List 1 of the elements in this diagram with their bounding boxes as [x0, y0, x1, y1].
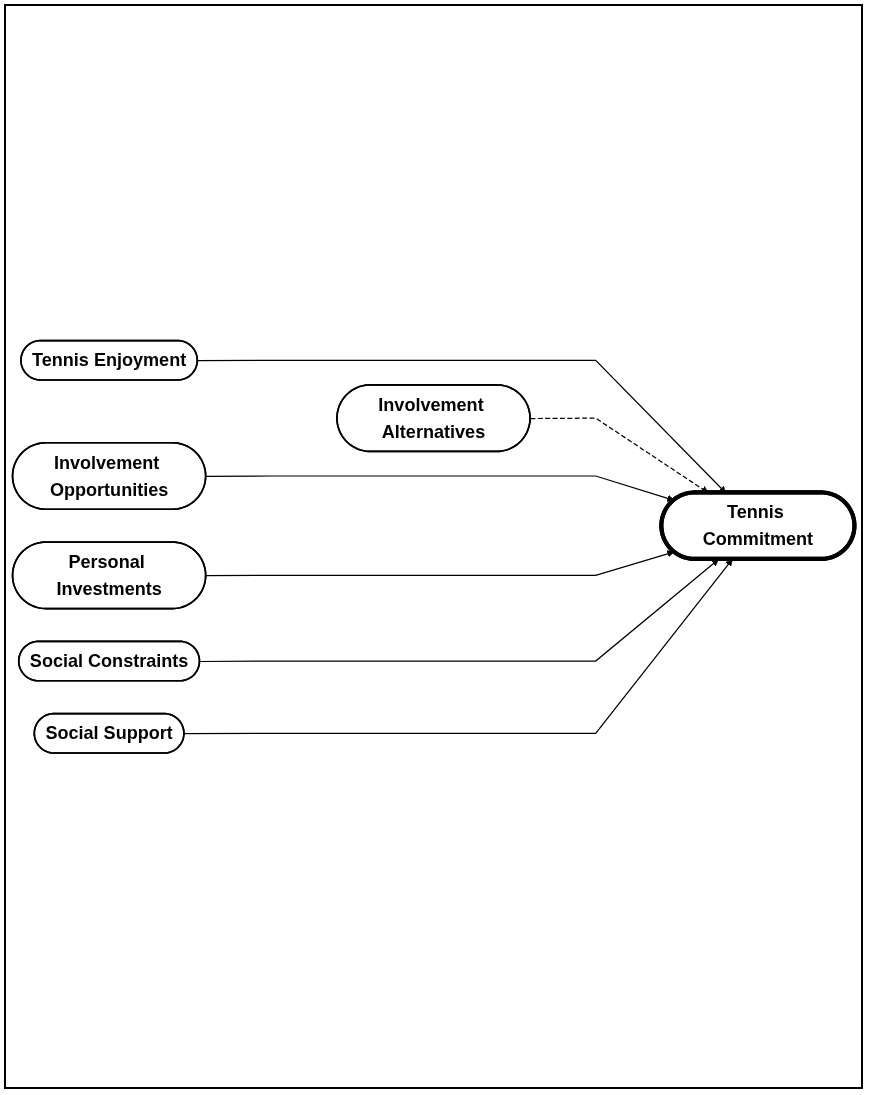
arrow — [205, 550, 675, 577]
